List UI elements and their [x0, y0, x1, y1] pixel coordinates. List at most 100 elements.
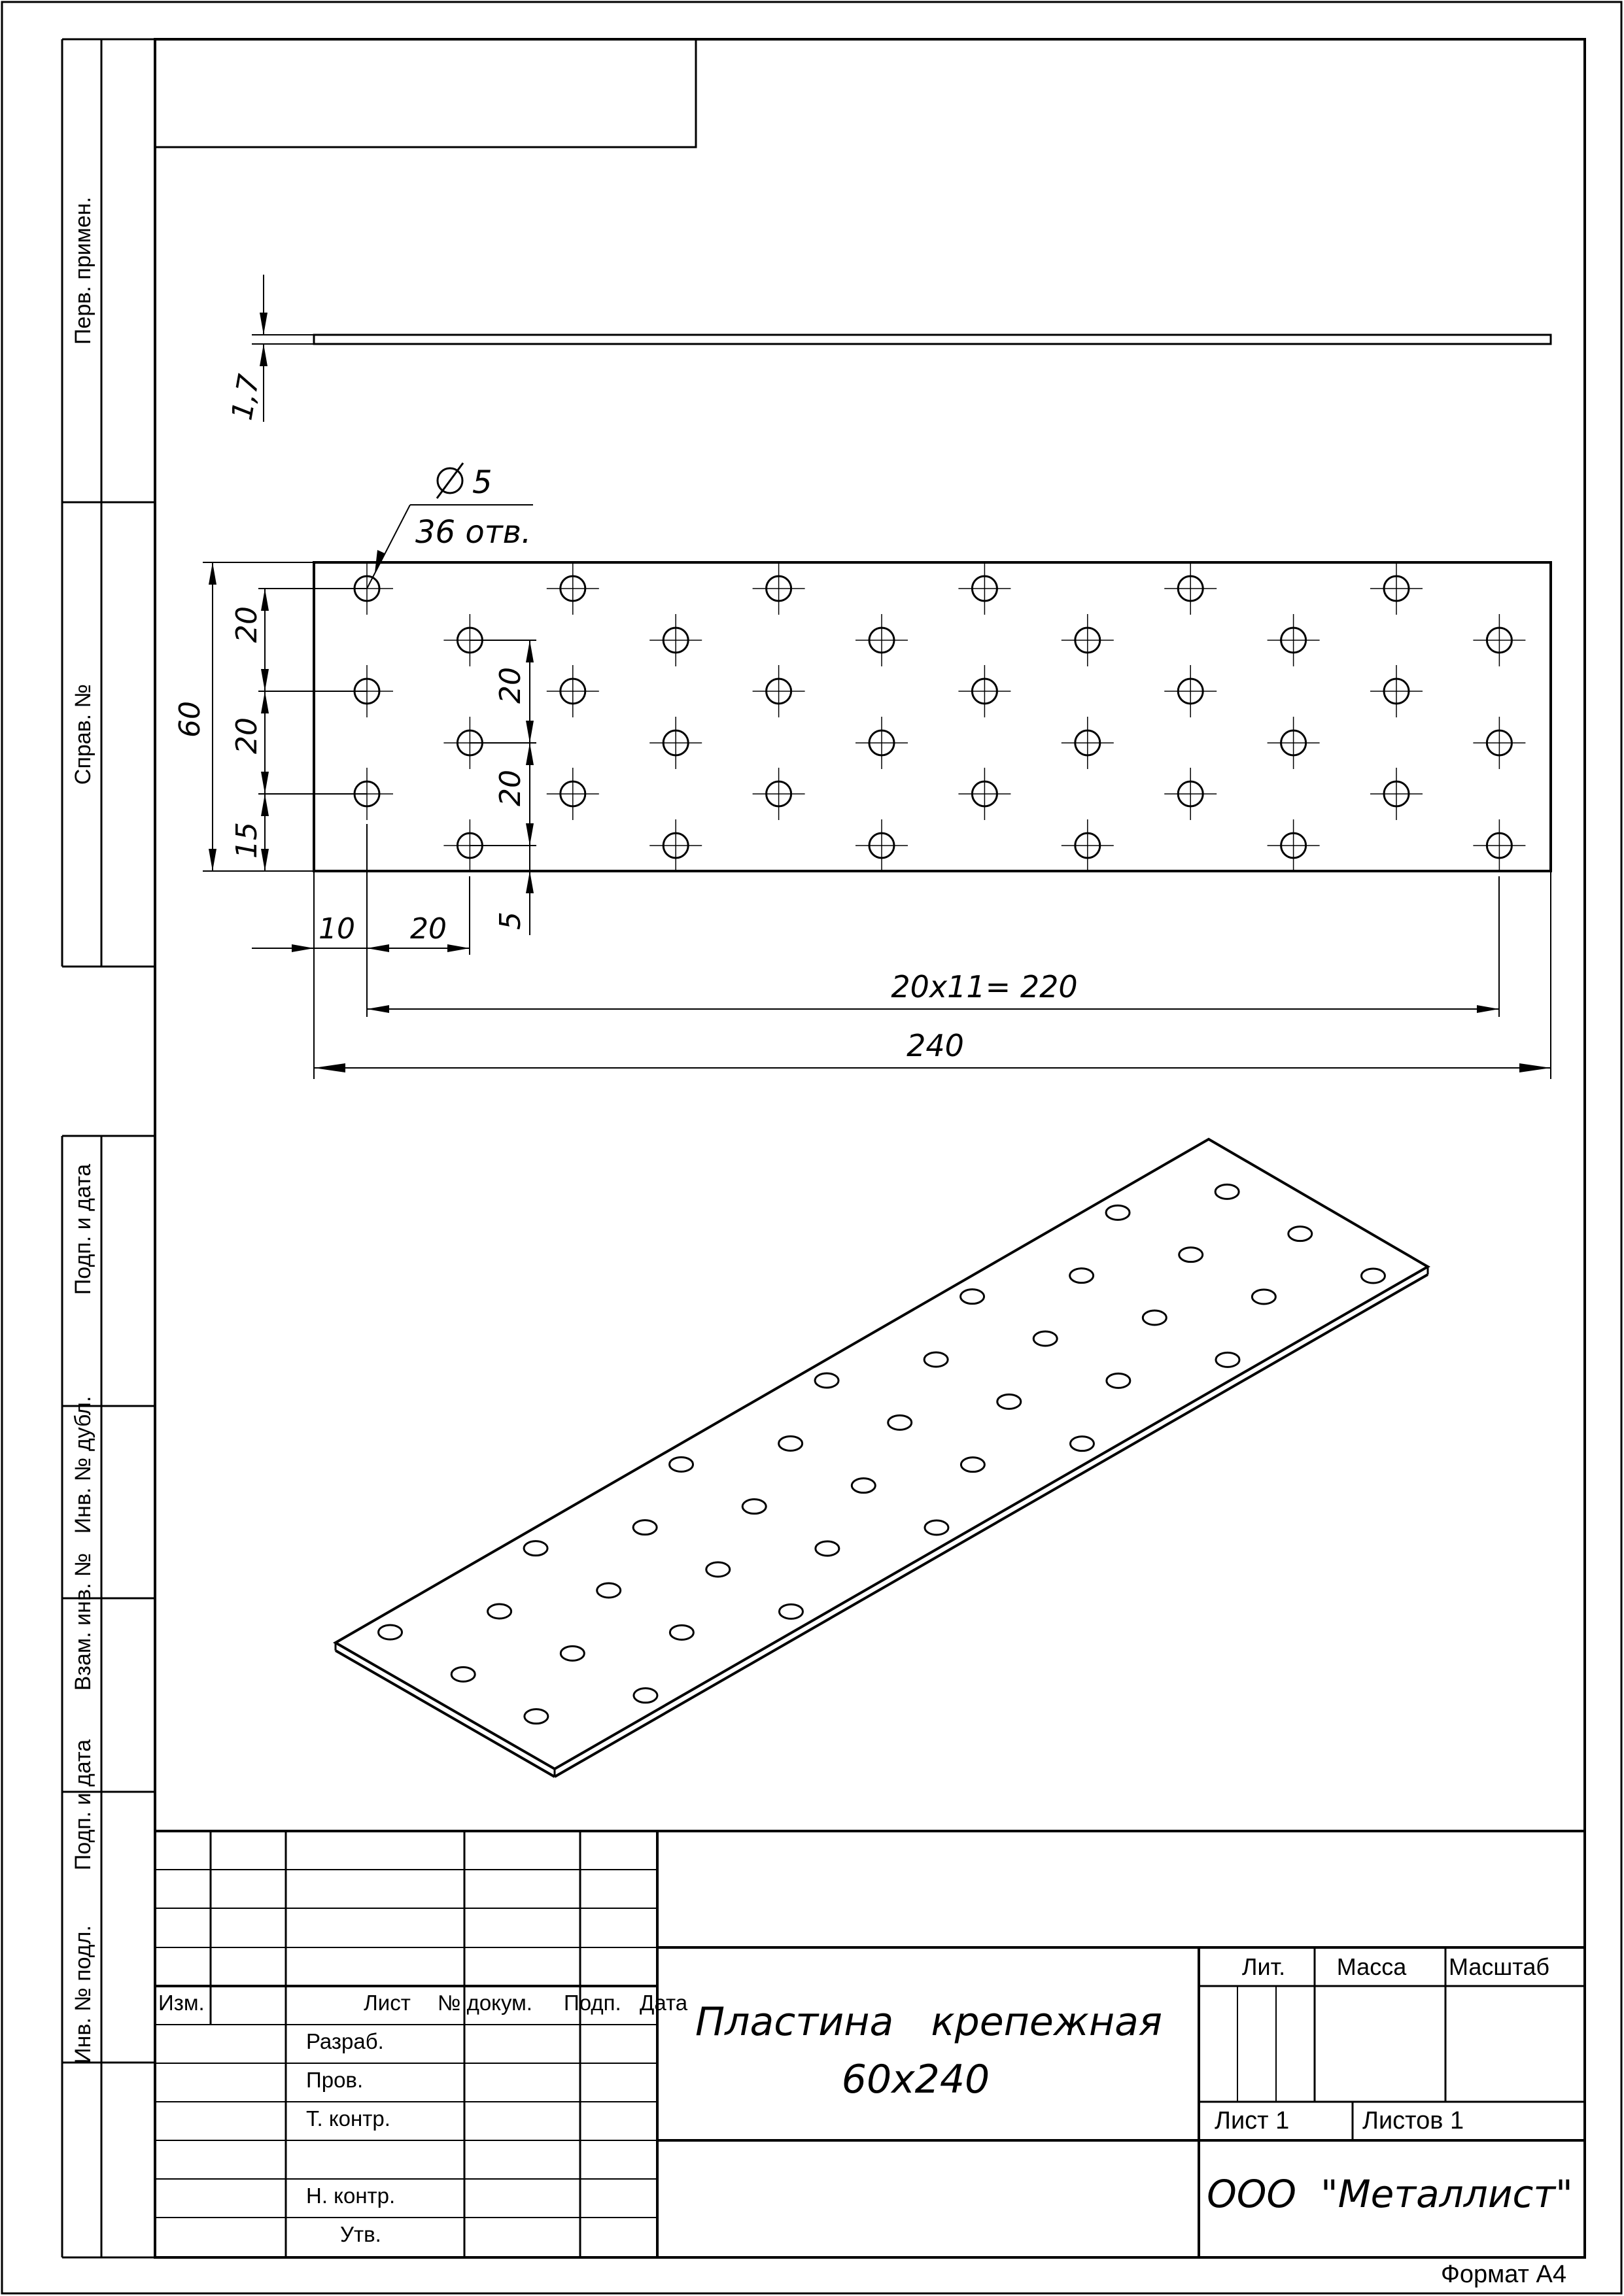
iso-hole — [778, 1603, 804, 1620]
plate-plan-view — [313, 561, 1552, 872]
iso-hole — [1251, 1288, 1277, 1305]
dim-thickness: 1,7 — [226, 372, 266, 423]
iso-hole — [668, 1624, 695, 1641]
dim-pitch-v2: 20 — [230, 717, 264, 754]
hole — [1164, 562, 1217, 615]
iso-hole — [996, 1393, 1022, 1410]
col-podp: Подп. — [564, 1991, 621, 2015]
dim-hole-diameter: 5 — [472, 464, 492, 501]
hole — [1061, 819, 1114, 872]
hole — [1164, 768, 1217, 820]
format-label: Формат А4 — [1441, 2261, 1566, 2288]
hole — [855, 614, 908, 666]
thickness-dimension — [252, 275, 314, 422]
iso-hole — [559, 1645, 585, 1662]
col-masshtab: Масштаб — [1449, 1953, 1549, 1980]
hole — [649, 819, 702, 872]
hole — [649, 717, 702, 769]
hole — [546, 562, 599, 615]
vertical-dimensions-inner — [470, 640, 536, 935]
iso-hole — [1214, 1183, 1240, 1200]
label-sprav-no: Справ. № — [71, 684, 95, 785]
iso-hole — [741, 1498, 767, 1515]
iso-hole — [1215, 1351, 1241, 1368]
iso-hole — [1141, 1309, 1167, 1326]
row-prov: Пров. — [306, 2068, 363, 2092]
iso-hole — [523, 1540, 549, 1557]
iso-hole — [924, 1519, 950, 1536]
iso-hole — [1178, 1246, 1204, 1263]
iso-hole — [668, 1456, 695, 1473]
iso-hole — [814, 1540, 840, 1557]
iso-hole — [596, 1582, 622, 1599]
dim-pitch-h: 20 — [410, 912, 447, 946]
iso-hole — [1287, 1225, 1313, 1242]
iso-hole — [450, 1666, 476, 1683]
iso-hole — [778, 1435, 804, 1452]
iso-hole — [487, 1603, 513, 1620]
plate-side-view — [313, 334, 1552, 345]
vertical-dimensions-left — [203, 562, 367, 872]
hole-pattern — [341, 562, 1526, 872]
dim-edge-bottom: 15 — [230, 822, 264, 859]
hole — [855, 819, 908, 872]
horizontal-dimensions — [252, 824, 1551, 1079]
drawing-title-line2: 60х240 — [842, 2057, 990, 2102]
iso-hole — [705, 1561, 731, 1578]
hole — [958, 665, 1011, 717]
row-t-kontr: Т. контр. — [306, 2106, 390, 2131]
label-vzam-inv: Взам. инв. № — [71, 1553, 95, 1691]
iso-hole — [814, 1372, 840, 1389]
dim-height: 60 — [173, 701, 207, 738]
iso-hole — [632, 1687, 659, 1704]
col-lit: Лит. — [1242, 1953, 1285, 1980]
hole — [1473, 717, 1526, 769]
dim-pitch-v4: 20 — [494, 770, 527, 806]
iso-hole — [523, 1708, 549, 1725]
label-perv-primen: Перв. примен. — [71, 197, 95, 345]
dim-span: 20x11= 220 — [891, 969, 1077, 1004]
col-data: Дата — [640, 1991, 688, 2015]
hole — [1061, 717, 1114, 769]
iso-hole — [923, 1351, 949, 1368]
hole — [1370, 768, 1423, 820]
hole — [1370, 562, 1423, 615]
hole — [1061, 614, 1114, 666]
hole — [855, 717, 908, 769]
row-razrab: Разраб. — [306, 2029, 384, 2053]
iso-hole — [959, 1288, 986, 1305]
iso-hole — [850, 1477, 876, 1494]
dim-offset-bottom: 5 — [494, 912, 527, 930]
iso-hole — [1360, 1267, 1386, 1284]
company-name: ООО "Металлист" — [1207, 2172, 1573, 2216]
hole — [752, 562, 805, 615]
hole — [1267, 717, 1320, 769]
iso-hole — [1032, 1330, 1058, 1347]
iso-hole — [887, 1414, 913, 1431]
hole — [752, 665, 805, 717]
sheet-number: Лист 1 — [1215, 2107, 1289, 2134]
hole — [958, 768, 1011, 820]
label-podp-data-1: Подп. и дата — [71, 1164, 95, 1295]
drawing-frame — [154, 38, 1586, 2259]
label-inv-dubl: Инв. № дубл. — [71, 1396, 95, 1534]
hole — [1267, 614, 1320, 666]
iso-hole — [632, 1519, 658, 1536]
left-margin-lower — [61, 1135, 155, 2259]
label-podp-data-2: Подп. и дата — [71, 1739, 95, 1870]
dim-edge-left: 10 — [319, 912, 355, 946]
col-dokum: № докум. — [438, 1991, 532, 2015]
top-left-box — [154, 38, 697, 148]
label-inv-podl: Инв. № подл. — [71, 1925, 95, 2064]
iso-hole — [377, 1624, 404, 1641]
hole-callout — [366, 462, 533, 589]
iso-hole — [1069, 1435, 1095, 1452]
iso-hole — [1069, 1267, 1095, 1284]
hole — [1164, 665, 1217, 717]
hole — [546, 665, 599, 717]
hole — [649, 614, 702, 666]
col-izm: Изм. — [158, 1991, 205, 2015]
hole — [958, 562, 1011, 615]
